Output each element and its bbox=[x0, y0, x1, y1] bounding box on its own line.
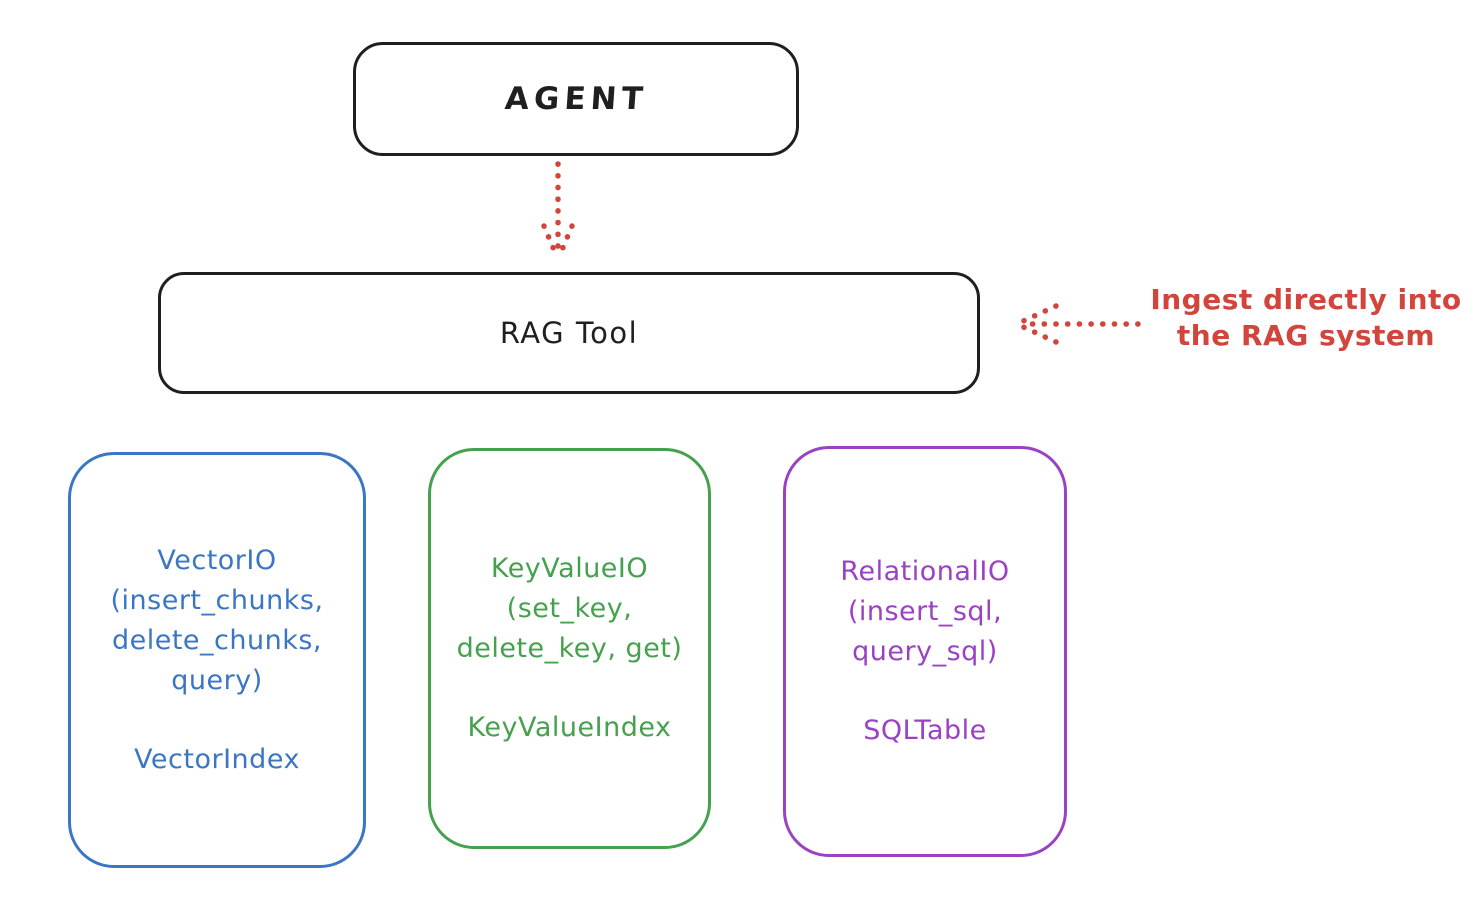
agent-label: AGENT bbox=[503, 81, 649, 117]
vector-io-lines: VectorIO (insert_chunks, delete_chunks, … bbox=[111, 541, 324, 701]
backend-line: VectorIO bbox=[157, 544, 277, 576]
backend-line: (insert_sql, bbox=[847, 596, 1003, 627]
keyvalue-index-label: KeyValueIndex bbox=[467, 712, 672, 743]
rag-tool-node: RAG Tool bbox=[158, 272, 980, 394]
relational-io-lines: RelationalIO (insert_sql, query_sql) bbox=[840, 552, 1009, 672]
vector-index-label: VectorIndex bbox=[134, 743, 300, 775]
backend-line: delete_chunks, bbox=[111, 624, 322, 656]
backend-line: query) bbox=[171, 664, 263, 696]
backend-line: (insert_chunks, bbox=[110, 584, 324, 616]
dotted-left-arrow-icon bbox=[1016, 303, 1141, 345]
agent-node: AGENT bbox=[353, 42, 799, 156]
vector-io-node: VectorIO (insert_chunks, delete_chunks, … bbox=[68, 452, 366, 868]
dotted-down-arrow-icon bbox=[541, 161, 575, 260]
backend-line: (set_key, bbox=[506, 593, 633, 624]
backend-line: delete_key, get) bbox=[456, 633, 683, 664]
rag-tool-label: RAG Tool bbox=[499, 316, 639, 350]
ingest-annotation-line2: the RAG system bbox=[1176, 319, 1436, 352]
keyvalue-io-lines: KeyValueIO (set_key, delete_key, get) bbox=[457, 549, 683, 669]
keyvalue-io-node: KeyValueIO (set_key, delete_key, get) Ke… bbox=[428, 448, 711, 849]
backend-line: query_sql) bbox=[852, 636, 998, 667]
backend-line: RelationalIO bbox=[840, 556, 1010, 587]
backend-line: KeyValueIO bbox=[490, 553, 649, 584]
relational-io-node: RelationalIO (insert_sql, query_sql) SQL… bbox=[783, 446, 1067, 857]
sql-table-label: SQLTable bbox=[863, 715, 987, 746]
ingest-annotation: Ingest directly into the RAG system bbox=[1140, 282, 1472, 354]
ingest-annotation-line1: Ingest directly into bbox=[1150, 283, 1462, 316]
